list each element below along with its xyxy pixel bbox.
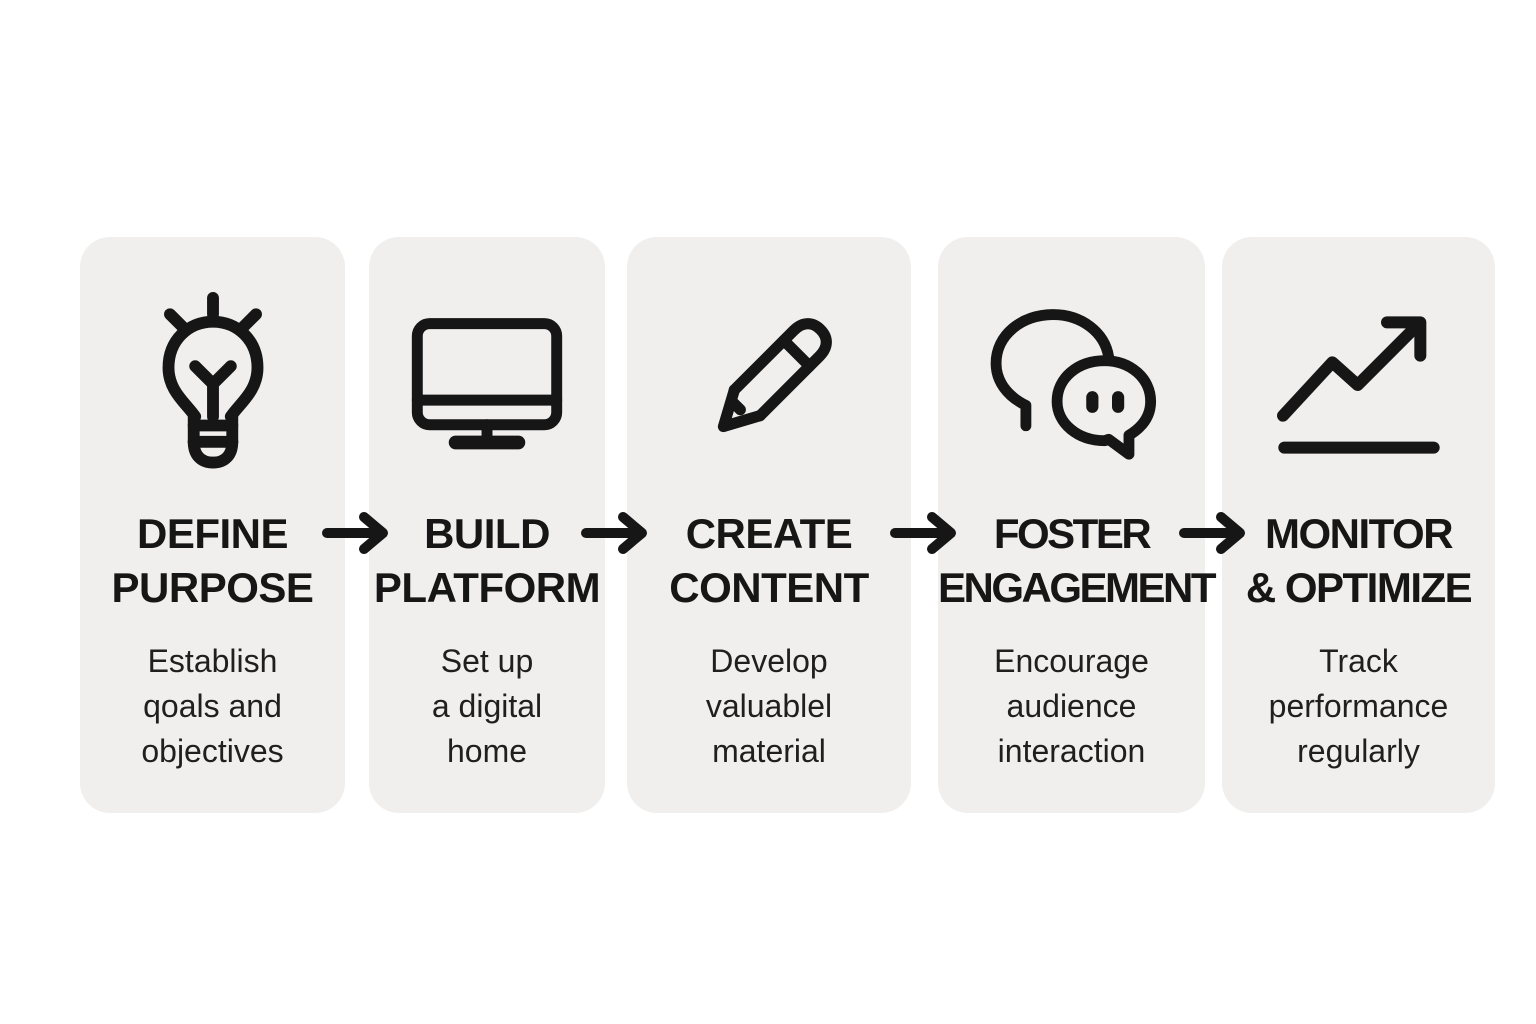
step-desc-line: Track: [1319, 643, 1398, 679]
step-title: CREATE CONTENT: [627, 507, 911, 615]
step-title-line: CONTENT: [669, 564, 869, 611]
step-title: MONITOR & OPTIMIZE: [1222, 507, 1495, 615]
step-desc-line: Encourage: [994, 643, 1149, 679]
step-description: Develop valuablel material: [627, 639, 911, 774]
step-title-line: & OPTIMIZE: [1245, 564, 1473, 611]
step-title-line: CREATE: [685, 510, 853, 557]
step-desc-line: Establish: [147, 643, 278, 679]
step-desc-line: audience: [1006, 688, 1137, 724]
step-desc-line: Develop: [710, 643, 828, 679]
step-card-build-platform: BUILD PLATFORM Set up a digital home: [369, 237, 605, 813]
step-desc-line: a digital: [431, 688, 543, 724]
step-title-line: PURPOSE: [111, 564, 314, 611]
step-desc-line: regularly: [1297, 733, 1420, 769]
lightbulb-icon: [80, 283, 345, 478]
step-desc-line: interaction: [997, 733, 1146, 769]
right-arrow-icon: [890, 512, 956, 554]
trending-up-icon: [1222, 283, 1495, 478]
step-desc-line: valuablel: [705, 688, 833, 724]
monitor-icon: [369, 283, 605, 478]
step-title-line: DEFINE: [136, 510, 289, 557]
step-card-define-purpose: DEFINE PURPOSE Establish qoals and objec…: [80, 237, 345, 813]
step-description: Encourage audience interaction: [938, 639, 1205, 774]
step-title-line: PLATFORM: [373, 564, 601, 611]
right-arrow-icon: [581, 512, 647, 554]
step-title-line: FOSTER: [993, 510, 1152, 557]
right-arrow-icon: [322, 512, 388, 554]
step-desc-line: material: [712, 733, 826, 769]
right-arrow-icon: [1179, 512, 1245, 554]
step-title-line: BUILD: [424, 510, 550, 557]
step-title: DEFINE PURPOSE: [80, 507, 345, 615]
step-desc-line: Set up: [440, 643, 534, 679]
step-title-line: MONITOR: [1264, 510, 1454, 557]
pencil-icon: [627, 283, 911, 478]
step-desc-line: performance: [1268, 688, 1449, 724]
step-description: Establish qoals and objectives: [80, 639, 345, 774]
step-title: BUILD PLATFORM: [369, 507, 605, 615]
step-description: Set up a digital home: [369, 639, 605, 774]
step-desc-line: home: [446, 733, 528, 769]
step-description: Track performance regularly: [1222, 639, 1495, 774]
step-card-monitor-optimize: MONITOR & OPTIMIZE Track performance reg…: [1222, 237, 1495, 813]
step-title: FOSTER ENGAGEMENT: [938, 507, 1217, 615]
chat-bubbles-icon: [938, 283, 1205, 478]
step-card-foster-engagement: FOSTER ENGAGEMENT Encourage audience int…: [938, 237, 1217, 813]
step-title-line: ENGAGEMENT: [938, 564, 1217, 611]
step-desc-line: objectives: [141, 733, 284, 769]
step-desc-line: qoals and: [143, 688, 282, 724]
step-card-create-content: CREATE CONTENT Develop valuablel materia…: [627, 237, 911, 813]
